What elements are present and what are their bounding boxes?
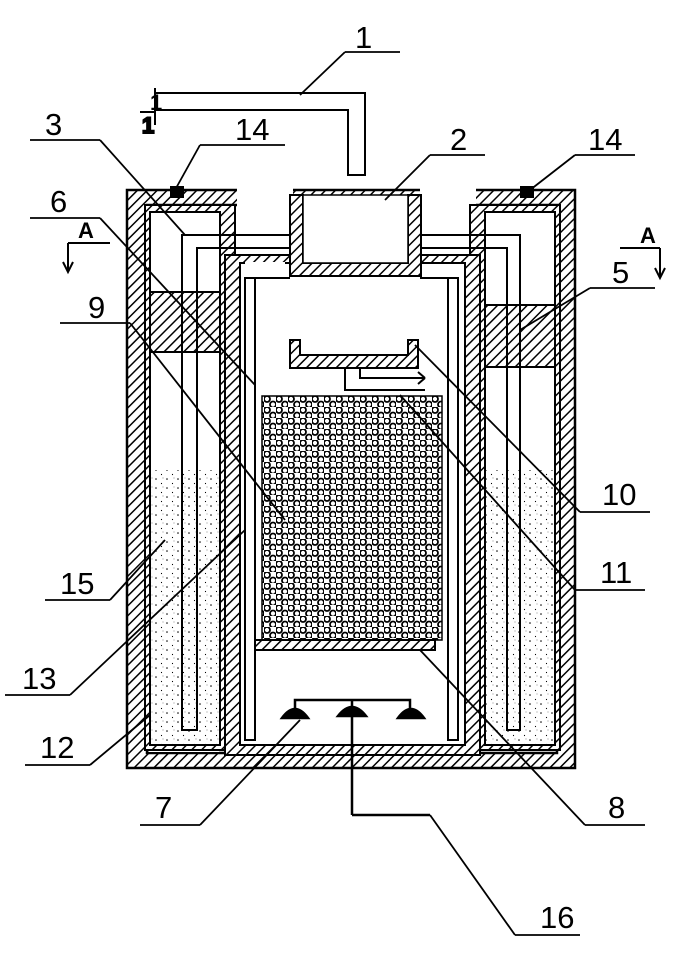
label-14-right: 14	[588, 122, 622, 157]
middle-tray	[289, 339, 426, 391]
label-14-left: 14	[235, 112, 269, 147]
section-mark-1-top: 1	[150, 90, 162, 115]
label-8: 8	[608, 790, 625, 825]
section-mark-a-left: A	[78, 218, 94, 243]
label-5: 5	[612, 255, 629, 290]
leader-lines	[5, 51, 655, 936]
section-mark-1-inner: 1	[142, 113, 154, 138]
label-3: 3	[45, 107, 62, 142]
granular-bed	[261, 395, 443, 641]
feed-pipe: 1	[140, 88, 366, 176]
top-cup	[289, 194, 422, 277]
label-9: 9	[88, 290, 105, 325]
label-13: 13	[22, 661, 56, 696]
label-15: 15	[60, 566, 94, 601]
section-mark-a-right: A	[640, 223, 656, 248]
left-chamber	[144, 204, 236, 752]
label-1: 1	[355, 20, 372, 55]
label-12: 12	[40, 730, 74, 765]
label-11: 11	[600, 555, 632, 590]
label-7: 7	[155, 790, 172, 825]
gas-distributor	[279, 698, 430, 817]
label-16: 16	[540, 900, 574, 935]
part-labels: 1 1 3 14 2 14 6 5 9 10 15 11 13 12 7 8 1…	[22, 20, 636, 935]
label-2: 2	[450, 122, 467, 157]
inner-tubes	[244, 277, 459, 741]
label-6: 6	[50, 184, 67, 219]
section-marker-a	[62, 242, 666, 281]
label-10: 10	[602, 477, 636, 512]
support-plate	[254, 639, 436, 651]
